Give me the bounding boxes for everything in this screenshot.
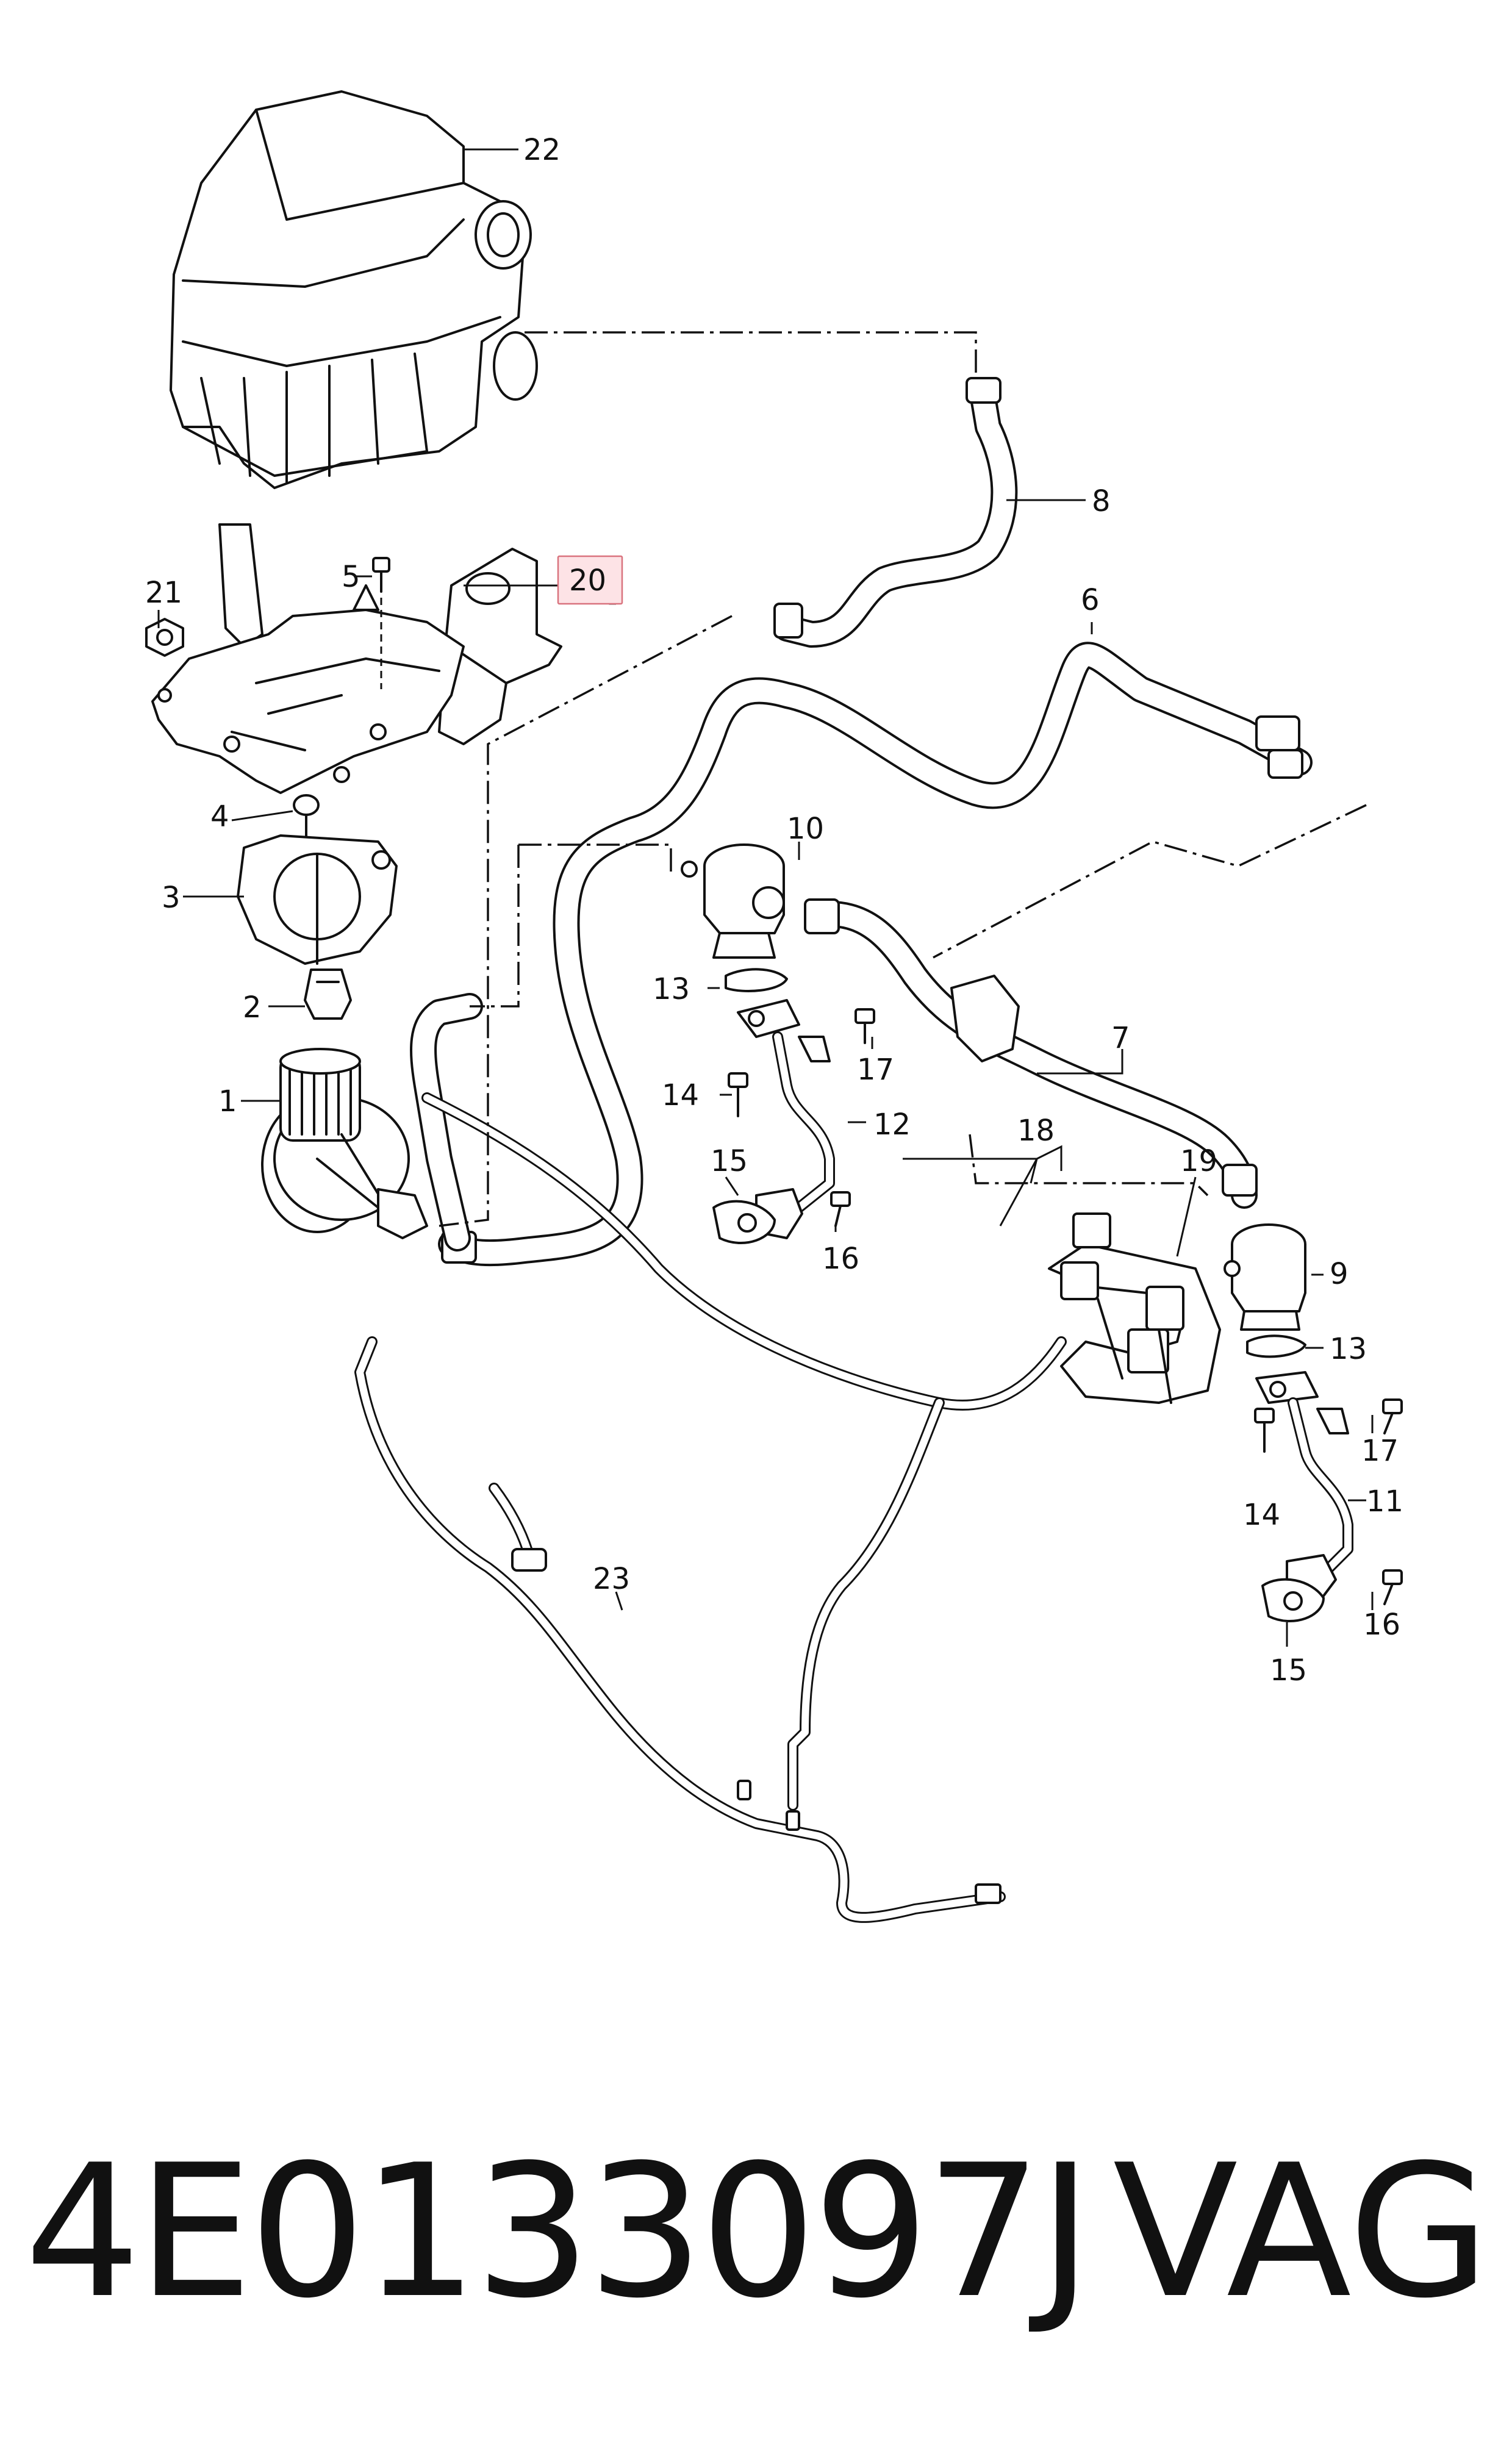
bolt-part-16b	[1382, 1569, 1403, 1605]
callout-17b: 17	[1361, 1434, 1399, 1468]
callout-22: 22	[523, 133, 561, 167]
grommet-part-4	[293, 794, 320, 843]
callout-11: 11	[1366, 1484, 1403, 1519]
callout-1: 1	[218, 1084, 237, 1119]
bolt-part-5	[372, 557, 390, 689]
bolt-part-14b	[1254, 1408, 1275, 1453]
wiring-line	[421, 1092, 1067, 1411]
brand-name: VAG	[1113, 2125, 1490, 2338]
part-number-footer: 4E0133097J VAG	[0, 2122, 1512, 2342]
callout-20: 20	[569, 564, 606, 598]
highlight-box-part-20	[557, 555, 623, 605]
callout-13a: 13	[653, 972, 690, 1006]
pipe-part-11	[1255, 1371, 1353, 1605]
callout-10: 10	[787, 812, 824, 846]
callout-9: 9	[1330, 1257, 1349, 1291]
pump-outlet-hose	[410, 993, 483, 1251]
callout-19: 19	[1180, 1144, 1217, 1178]
exploded-parts-diagram: 22 8 20 5 21 6 4 10 3 13 2 7 17 14 1 12 …	[145, 90, 1403, 1923]
bolt-part-14a	[728, 1072, 748, 1117]
nut-part-21	[145, 618, 184, 657]
bracket-part-20	[438, 548, 562, 745]
callout-23: 23	[593, 1562, 630, 1596]
harness-part-18	[1048, 1212, 1221, 1404]
callout-2: 2	[243, 990, 262, 1025]
callout-6: 6	[1081, 583, 1100, 617]
bolt-part-17a	[855, 1008, 875, 1044]
gasket-part-13a	[725, 968, 788, 992]
callout-21: 21	[145, 576, 182, 610]
callout-5: 5	[342, 560, 360, 594]
callout-15b: 15	[1270, 1653, 1307, 1688]
callout-3: 3	[162, 881, 181, 915]
gasket-part-13b	[1246, 1334, 1306, 1358]
bolt-part-17b	[1382, 1398, 1403, 1434]
callout-16b: 16	[1363, 1608, 1400, 1642]
gasket-part-15a	[712, 1200, 776, 1244]
hose-part-6	[438, 642, 1313, 1267]
air-filter-housing-part-22	[170, 90, 538, 648]
pipe-part-12	[737, 999, 835, 1239]
bolt-part-16a	[830, 1191, 851, 1227]
mounting-plate	[151, 584, 465, 794]
callout-7: 7	[1111, 1021, 1130, 1055]
gasket-part-15b	[1261, 1578, 1325, 1622]
callout-13b: 13	[1330, 1332, 1367, 1366]
callout-17a: 17	[857, 1053, 894, 1087]
connector-part-2	[304, 969, 352, 1020]
secondary-air-pump-part-1	[261, 1048, 428, 1239]
callout-numbers: 22 8 20 5 21 6 4 10 3 13 2 7 17 14 1 12 …	[145, 133, 1403, 1688]
reference-lines	[439, 331, 1367, 1227]
callout-15a: 15	[711, 1144, 748, 1178]
combi-valve-part-9	[1224, 1223, 1306, 1331]
callout-4: 4	[210, 800, 229, 834]
callout-8: 8	[1092, 484, 1111, 518]
pump-bracket-part-3	[237, 834, 398, 965]
part-number: 4E0133097J	[24, 2125, 1092, 2338]
callout-14b: 14	[1243, 1498, 1280, 1532]
callout-12: 12	[873, 1108, 911, 1142]
hose-part-8	[773, 377, 1018, 648]
callout-18: 18	[1017, 1114, 1055, 1148]
callout-14a: 14	[662, 1078, 699, 1112]
vacuum-lines-part-23	[354, 1336, 1006, 1923]
combi-valve-part-10	[681, 843, 785, 959]
callout-16a: 16	[822, 1242, 859, 1276]
hose-part-7	[804, 898, 1258, 1209]
